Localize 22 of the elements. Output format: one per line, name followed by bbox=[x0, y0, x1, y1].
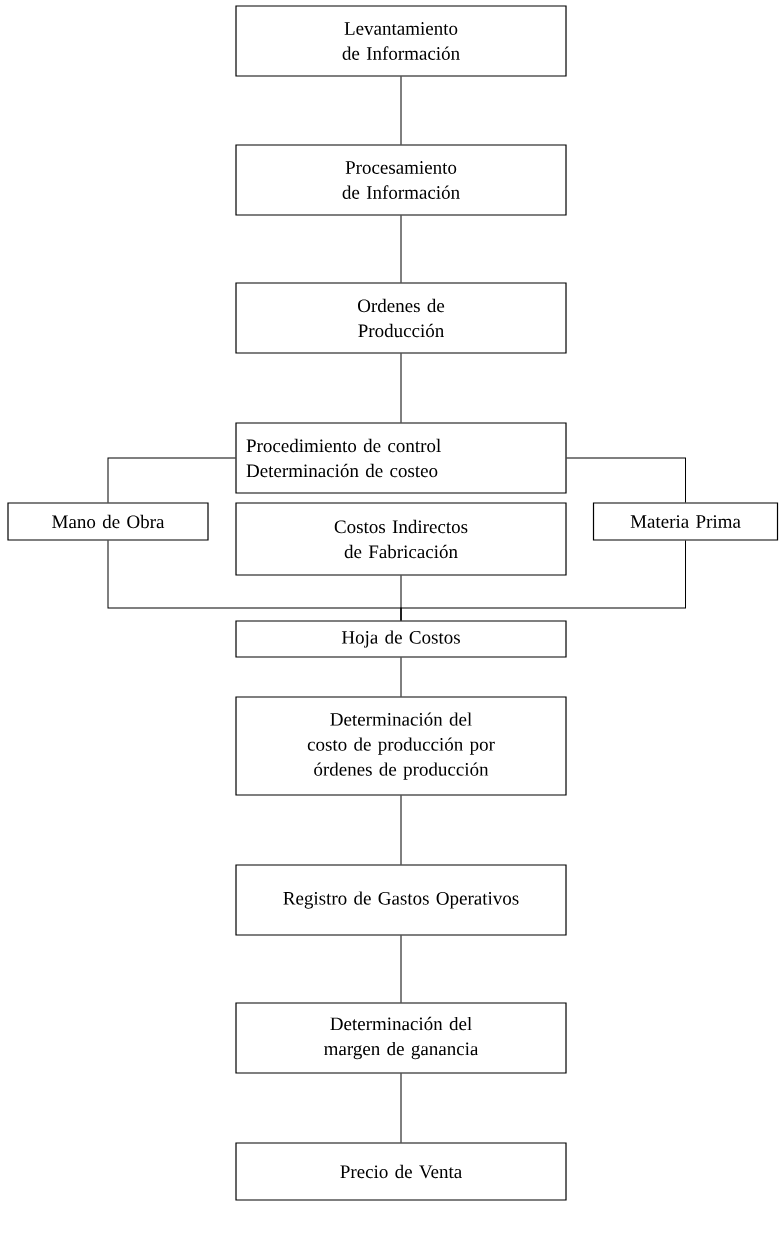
process-box: Determinación del costo de producción por órdenes de producción bbox=[235, 696, 567, 796]
connector-line bbox=[400, 353, 402, 423]
connector-line bbox=[566, 457, 686, 503]
process-box: Precio de Venta bbox=[235, 1142, 567, 1201]
connector-line bbox=[400, 540, 686, 621]
process-box: Hoja de Costos bbox=[235, 620, 567, 658]
process-box: Ordenes de Producción bbox=[235, 282, 567, 354]
process-box: Determinación del margen de ganancia bbox=[235, 1002, 567, 1074]
connector-line bbox=[107, 457, 236, 503]
connector-line bbox=[400, 935, 402, 1003]
process-box: Materia Prima bbox=[592, 502, 779, 541]
process-box: Procedimiento de control Determinación de costeo bbox=[235, 422, 567, 494]
connector-line bbox=[400, 215, 402, 283]
process-box: Levantamiento de Información bbox=[235, 5, 567, 77]
process-box: Costos Indirectos de Fabricación bbox=[235, 502, 567, 576]
process-box: Procesamiento de Información bbox=[235, 144, 567, 216]
process-box: Registro de Gastos Operativos bbox=[235, 864, 567, 936]
connector-line bbox=[400, 76, 402, 145]
connector-line bbox=[400, 657, 402, 697]
connector-line bbox=[400, 795, 402, 865]
process-box: Mano de Obra bbox=[7, 502, 209, 541]
connector-line bbox=[400, 1073, 402, 1143]
